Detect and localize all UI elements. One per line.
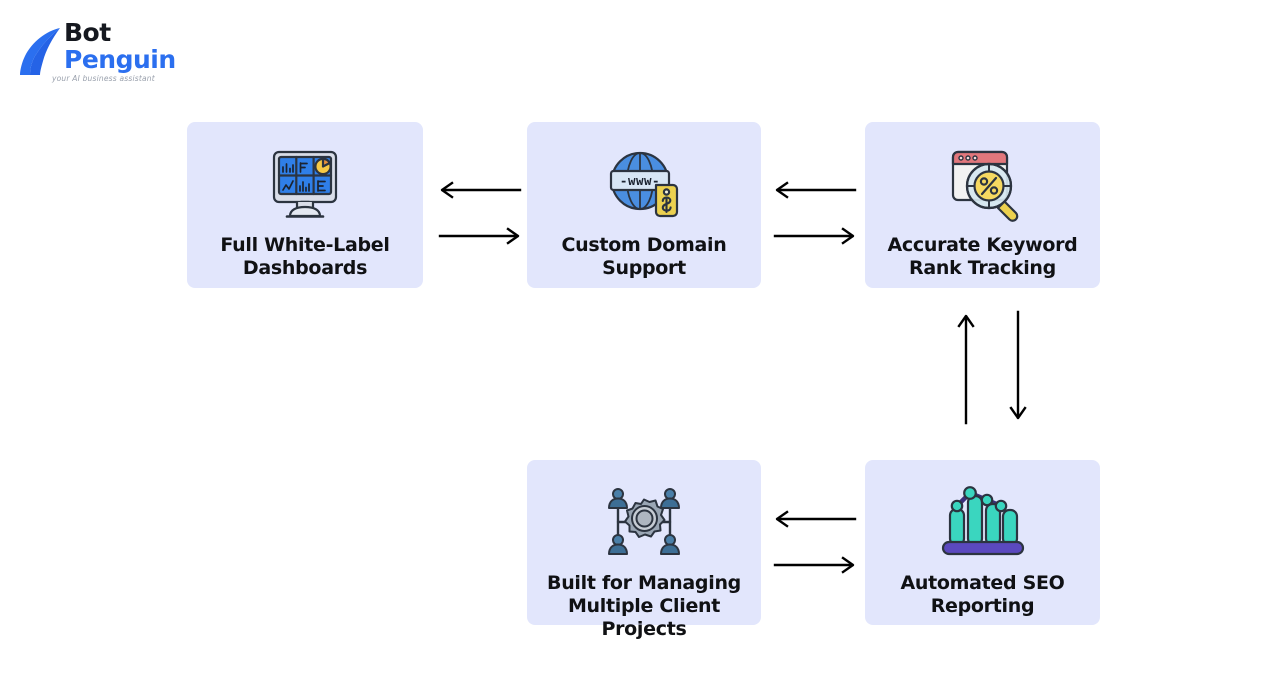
card-label: Automated SEO Reporting (900, 572, 1065, 617)
brand-wordmark: Bot Penguin (64, 18, 204, 74)
arrow-left-head (775, 181, 789, 199)
card-accurate-keyword-rank-tracking[interactable]: Accurate Keyword Rank Tracking (865, 122, 1100, 288)
brand-name-penguin: Penguin (64, 45, 176, 74)
card-automated-seo-reporting[interactable]: Automated SEO Reporting (865, 460, 1100, 625)
penguin-logo-icon (16, 26, 64, 78)
bar-chart-trend-icon (937, 482, 1029, 562)
svg-text:-www-: -www- (620, 173, 660, 188)
arrow-down-head (1009, 406, 1027, 420)
brand-tagline: your AI business assistant (52, 74, 155, 83)
card-label: Custom Domain Support (561, 234, 727, 279)
arrow-up-head (957, 314, 975, 328)
arrow-left-head (775, 510, 789, 528)
connector-reporting-projects (760, 500, 870, 580)
connector-dashboards-domain (425, 170, 535, 250)
arrow-right-head (841, 556, 855, 574)
card-full-white-label-dashboards[interactable]: Full White-Label Dashboards (187, 122, 423, 288)
card-label: Built for Managing Multiple Client Proje… (547, 572, 741, 640)
dashboard-monitor-icon (259, 144, 351, 224)
connector-rank-reporting (940, 295, 1050, 435)
arrow-right-head (841, 227, 855, 245)
connector-domain-rank (760, 170, 870, 250)
card-built-for-managing-multiple-client-projects[interactable]: Built for Managing Multiple Client Proje… (527, 460, 761, 640)
magnifier-percent-browser-icon (937, 144, 1029, 224)
card-label: Accurate Keyword Rank Tracking (887, 234, 1078, 279)
brand-logo[interactable]: Bot Penguin your AI business assistant (16, 20, 206, 90)
users-gear-network-icon (598, 482, 690, 562)
arrow-right-head (506, 227, 520, 245)
arrow-left-head (440, 181, 454, 199)
card-custom-domain-support[interactable]: -www- Custom Domain Support (527, 122, 761, 288)
brand-name-bot: Bot (64, 18, 111, 47)
card-label: Full White-Label Dashboards (220, 234, 390, 279)
globe-www-price-tag-icon: -www- (598, 144, 690, 224)
